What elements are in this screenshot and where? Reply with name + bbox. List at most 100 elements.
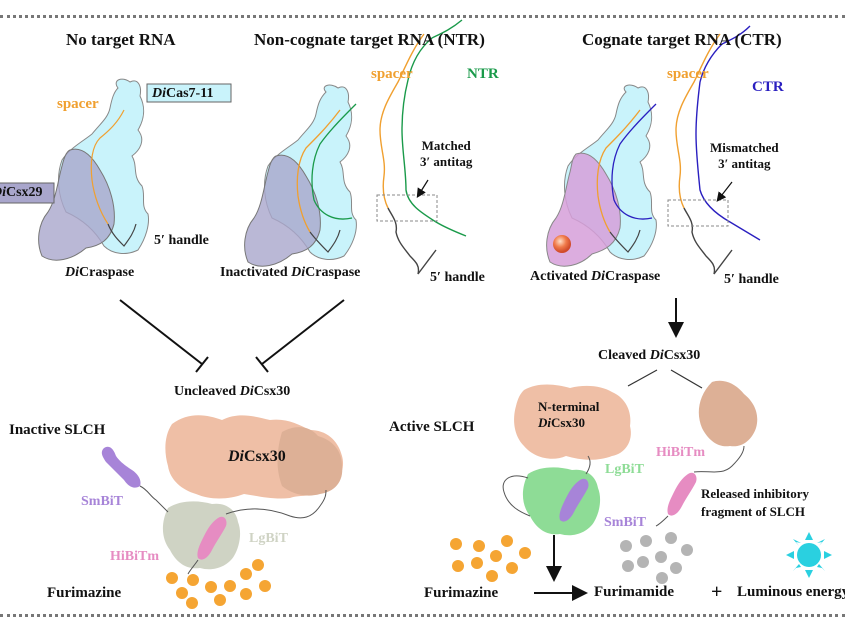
top-separator — [0, 15, 845, 18]
cleaved-rest: Csx30 — [663, 348, 701, 363]
spacer-label-ntr: spacer — [371, 66, 413, 82]
mismatched-antitag-line2: 3′ antitag — [718, 156, 771, 171]
nterm-line1: N-terminal — [538, 399, 600, 414]
luminous-energy-label: Luminous energy — [737, 584, 845, 600]
complex-label-italic: Di — [65, 265, 79, 280]
hibitm-strand — [197, 516, 227, 560]
bottom-separator — [0, 614, 845, 617]
uncleaved-label: Uncleaved DiCsx30 — [174, 385, 290, 399]
inhibition-arrows — [119, 299, 345, 373]
inhibition-arrow — [261, 299, 345, 365]
plus-sign: + — [711, 581, 723, 603]
lgbit-label-inactive: LgBiT — [249, 531, 288, 546]
craspase-ntr — [244, 84, 357, 267]
nterm-italic: Di — [538, 415, 551, 430]
ntr-label: NTR — [467, 66, 499, 82]
furimazine-dots-inactive — [166, 559, 271, 609]
craspase-no-target — [38, 78, 149, 261]
nterm-dicsx30-blob — [514, 384, 631, 460]
cleavage-branch-right — [670, 369, 703, 389]
handle-label-ctr: 5′ handle — [724, 272, 779, 287]
cleaved-italic: Di — [649, 348, 664, 363]
panel-title-ntr: Non-cognate target RNA (NTR) — [254, 30, 485, 49]
dicsx29-label-rest: Csx29 — [6, 185, 43, 200]
dicas7-11-label-italic: Di — [152, 86, 166, 101]
dicsx30-label-rest: Csx30 — [244, 448, 286, 465]
dicsx29-label-box — [0, 182, 55, 204]
released-line1: Released inhibitory — [701, 486, 809, 501]
inhibition-arrow — [119, 299, 203, 365]
furimazine-label-inactive: Furimazine — [47, 585, 122, 601]
released-line2: fragment of SLCH — [701, 503, 805, 519]
cleaved-label: Cleaved DiCsx30 — [598, 349, 700, 363]
complex-label-ctr-italic: Di — [591, 269, 606, 284]
sun-light-icon — [786, 532, 832, 578]
ctr-duplex-detail — [667, 25, 761, 275]
dicas7-11-label: DiCas7-11 — [152, 87, 213, 101]
spacer-label-no-target: spacer — [57, 96, 99, 112]
uncleaved-prefix: Uncleaved — [174, 384, 240, 399]
cleaved-prefix: Cleaved — [598, 348, 650, 363]
complex-label-rest: Craspase — [79, 265, 135, 280]
mismatched-antitag-line1: Mismatched — [710, 140, 779, 155]
smbit-label-active: SmBiT — [604, 515, 647, 530]
panel-title-no-target: No target RNA — [66, 30, 176, 49]
complex-label-ntr-italic: Di — [291, 265, 306, 280]
lgbit-blob-active — [522, 467, 601, 536]
uncleaved-italic: Di — [239, 384, 254, 399]
complex-label-ctr: Activated DiCraspase — [530, 270, 660, 284]
furimamide-dots — [620, 532, 693, 584]
inactive-slch-title: Inactive SLCH — [9, 422, 106, 438]
cterm-fragment-blob — [698, 380, 758, 447]
active-site-sphere — [553, 235, 571, 253]
furimazine-label-active: Furimazine — [424, 585, 499, 601]
antitag-pointer-ctr — [716, 181, 733, 202]
dicsx29-label: DiCsx29 — [0, 186, 43, 200]
active-slch-complex — [502, 380, 758, 536]
cleavage-branch-left — [627, 369, 658, 387]
spacer-strand — [90, 109, 125, 225]
hibitm-strand-released — [667, 472, 697, 516]
ntr-duplex-detail — [376, 19, 467, 275]
antitag-pointer-ntr — [416, 179, 429, 199]
complex-label-ntr: Inactivated DiCraspase — [220, 266, 360, 280]
nterm-rest: Csx30 — [551, 415, 585, 430]
smbit-strand-active — [559, 478, 589, 522]
handle-label-ntr: 5′ handle — [430, 270, 485, 285]
panel-title-ctr: Cognate target RNA (CTR) — [582, 30, 782, 49]
ctr-label: CTR — [752, 79, 784, 95]
complex-label-no-target: DiCraspase — [65, 266, 134, 280]
dicsx30-cterm-blob — [277, 427, 343, 496]
smbit-label-inactive: SmBiT — [81, 494, 124, 509]
complex-label-ntr-rest: Craspase — [305, 265, 361, 280]
smbit-strand — [101, 446, 141, 488]
handle-strand — [107, 223, 137, 247]
uncleaved-rest: Csx30 — [253, 384, 291, 399]
antitag-box-ctr — [667, 199, 729, 227]
hibitm-label-active: HiBiTm — [656, 445, 706, 460]
dicsx30-label-italic: Di — [228, 448, 244, 465]
furimazine-dots-active — [450, 535, 531, 582]
hibitm-label-inactive: HiBiTm — [110, 549, 160, 564]
matched-antitag-line1: Matched — [421, 138, 471, 153]
matched-antitag-line2: 3′ antitag — [420, 154, 473, 169]
lgbit-label-active: LgBiT — [605, 462, 644, 477]
furimamide-label: Furimamide — [594, 584, 674, 600]
handle-label-no-target: 5′ handle — [154, 233, 209, 248]
inactive-slch-complex — [101, 415, 344, 575]
dicsx29-blob — [38, 148, 115, 261]
dicsx29-label-italic: Di — [0, 185, 6, 200]
complex-label-ctr-prefix: Activated — [530, 269, 592, 284]
spacer-label-ctr: spacer — [667, 66, 709, 82]
antitag-box-ntr — [376, 194, 438, 222]
active-slch-title: Active SLCH — [389, 419, 475, 435]
dicsx30-label: DiCsx30 — [228, 449, 286, 465]
dicas7-11-label-rest: Cas7-11 — [166, 86, 214, 101]
complex-label-ntr-prefix: Inactivated — [220, 265, 292, 280]
complex-label-ctr-rest: Craspase — [605, 269, 661, 284]
craspase-ctr — [546, 84, 657, 267]
